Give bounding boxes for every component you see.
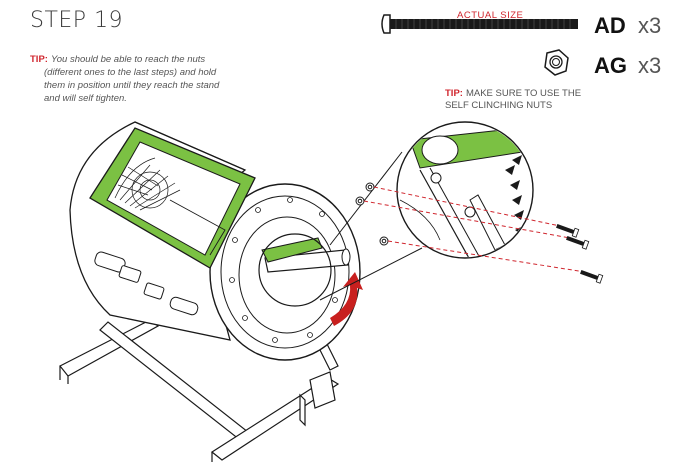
part-code-ad: AD <box>594 13 626 38</box>
bolt-icon <box>381 14 578 34</box>
tip-line-1: You should be able to reach the nuts <box>50 54 206 65</box>
tip-right: TIP:MAKE SURE TO USE THE SELF CLINCHING … <box>445 88 615 112</box>
detail-callout <box>396 121 534 259</box>
step-title: STEP 19 <box>30 8 124 33</box>
nut-icon <box>544 49 569 76</box>
bolt-set <box>556 224 604 284</box>
tip-label-right: TIP: <box>445 88 463 99</box>
tip-line-4: and will self tighten. <box>44 93 127 104</box>
tip-line-3: them in position until they reach the st… <box>44 80 220 91</box>
axle-assembly <box>258 233 351 307</box>
nut-set <box>355 182 389 246</box>
actual-size-label: ACTUAL SIZE <box>457 10 524 21</box>
tip-right-line-1: MAKE SURE TO USE THE <box>465 88 582 99</box>
part-code-ag: AG <box>594 53 627 78</box>
callout-lines <box>319 151 423 301</box>
rotate-arrow-icon <box>330 272 363 326</box>
part-qty-ag: x3 <box>638 53 662 78</box>
alignment-lines <box>363 186 586 273</box>
part-qty-ad: x3 <box>638 13 662 38</box>
tip-right-line-2: SELF CLINCHING NUTS <box>445 100 553 111</box>
tip-line-2: (different ones to the last steps) and h… <box>44 67 217 78</box>
green-door-frame <box>89 127 256 269</box>
tip-label: TIP: <box>30 54 48 65</box>
tip-left: TIP:You should be able to reach the nuts… <box>30 53 260 105</box>
